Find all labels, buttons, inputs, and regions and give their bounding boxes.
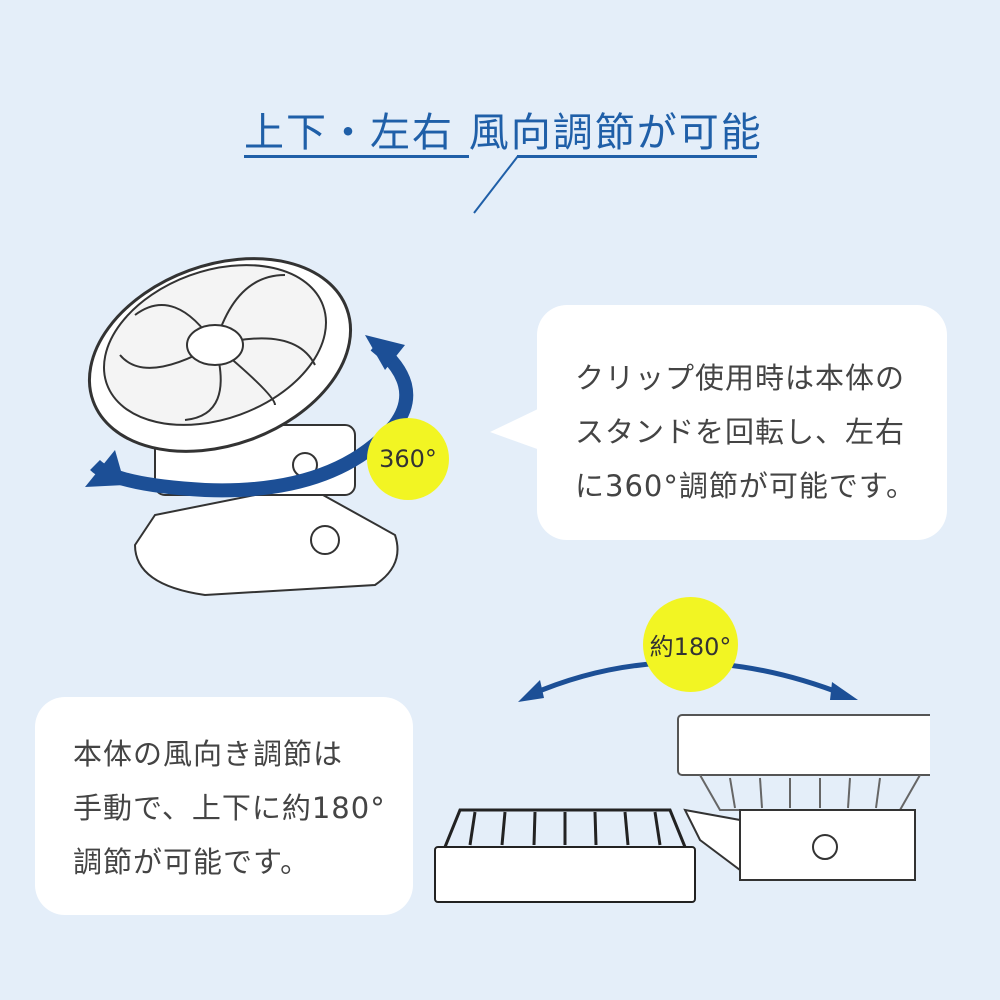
callout-left-line: 手動で、上下に約180° (73, 791, 386, 825)
callout-left-line: 調節が可能です。 (73, 845, 311, 879)
callout-right-line: クリップ使用時は本体の (575, 361, 906, 395)
callout-right-tail (490, 408, 540, 450)
callout-right: クリップ使用時は本体の スタンドを回転し、左右 に360°調節が可能です。 (537, 305, 947, 540)
title-underline-right (517, 155, 757, 158)
badge-360: 360° (367, 418, 449, 500)
badge-180: 約180° (643, 597, 738, 692)
callout-left-line: 本体の風向き調節は (73, 737, 344, 771)
clip-fan-illustration (85, 257, 414, 597)
callout-left: 本体の風向き調節は 手動で、上下に約180° 調節が可能です。 (35, 697, 413, 915)
title-underline-left (244, 155, 469, 158)
tilt-fan-illustration (434, 714, 930, 903)
callout-right-line: スタンドを回転し、左右 (575, 415, 906, 449)
page-title: 上下・左右 風向調節が可能 (244, 110, 763, 156)
callout-right-line: に360°調節が可能です。 (575, 469, 916, 503)
